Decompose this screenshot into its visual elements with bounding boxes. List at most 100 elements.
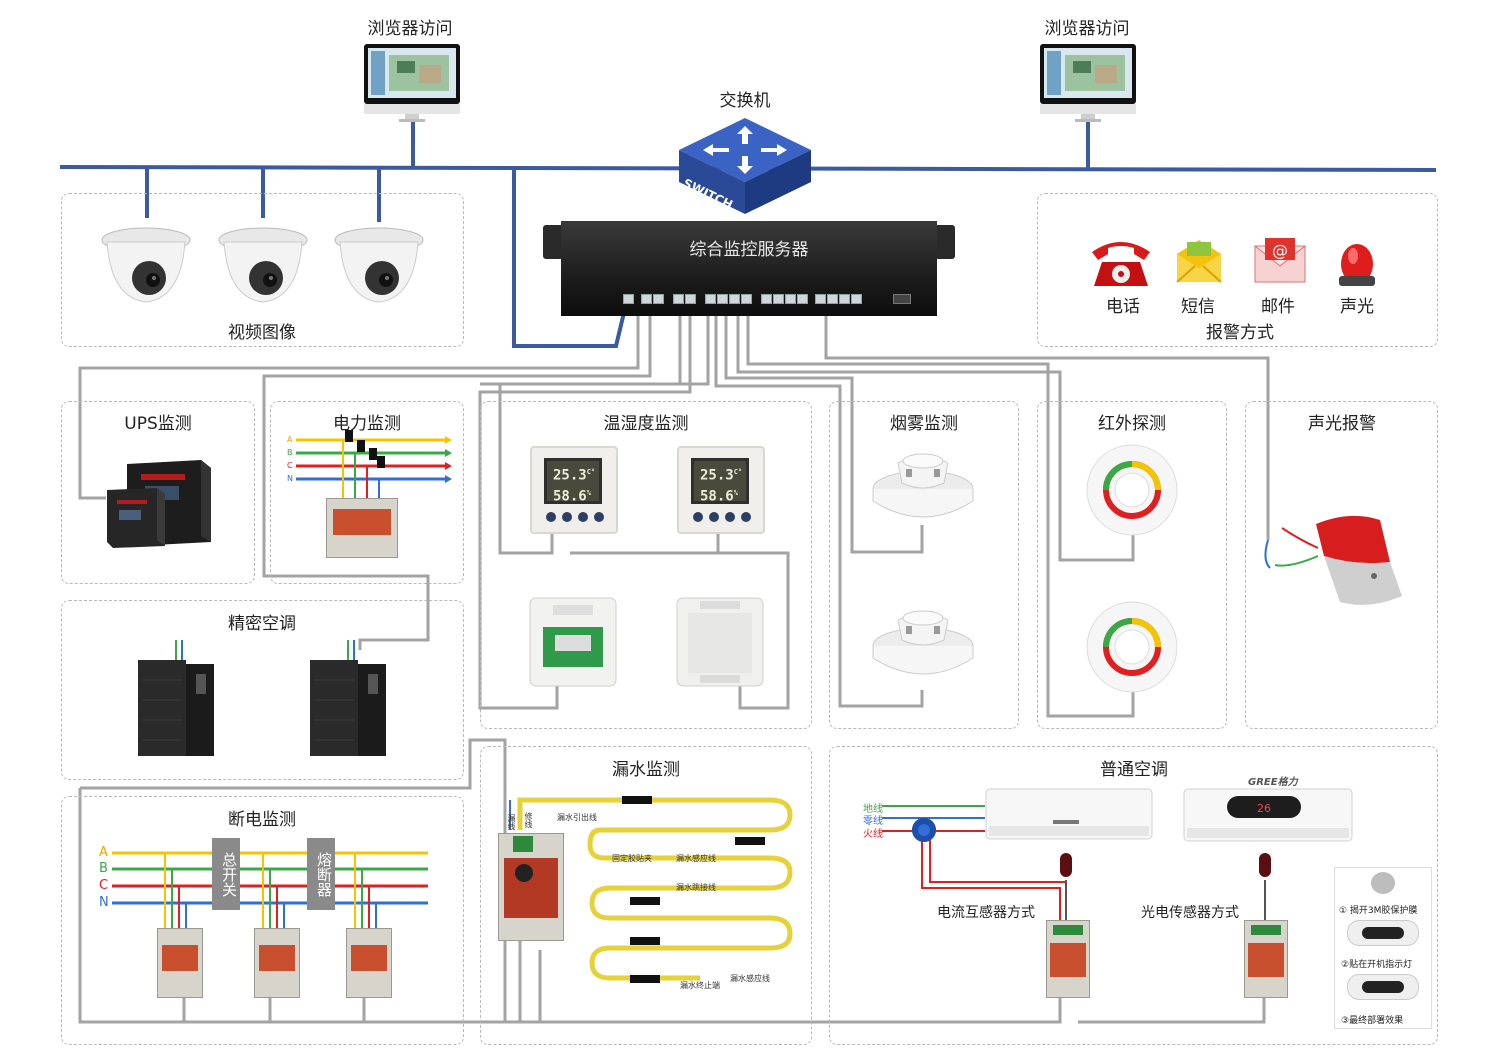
cutoff-drop-lines	[164, 853, 377, 930]
smoke-detector-2-icon	[872, 600, 974, 686]
leak-label-end: 漏水终止端	[680, 981, 720, 990]
signal-lines	[78, 300, 1270, 1024]
svg-text:@: @	[1272, 241, 1288, 260]
sms-icon	[1173, 236, 1225, 290]
ac-module-2	[1244, 920, 1288, 998]
soundlight-section	[1245, 401, 1438, 729]
cutoff-section	[61, 796, 464, 1045]
alarm-item-phone: 电话	[1106, 297, 1140, 317]
cutoff-module-3	[346, 928, 392, 998]
power-phase-b: B	[287, 448, 293, 457]
humidity-value-1: 58.6	[553, 488, 587, 505]
photo-probe-2-icon	[1259, 853, 1271, 877]
leak-label-lead1: 漏线	[507, 814, 516, 830]
soundlight-title: 声光报警	[1308, 414, 1376, 434]
leak-label-sense1: 漏水感应线	[676, 854, 716, 863]
power-meter-module	[326, 498, 398, 558]
main-switch-box: 总开关	[212, 838, 240, 910]
leak-label-lead2: 修线	[524, 812, 533, 828]
alarm-item-sms: 短信	[1181, 297, 1215, 317]
photo-method-label: 光电传感器方式	[1141, 905, 1239, 921]
precision-ac-2-icon	[308, 640, 388, 762]
temp-section	[480, 401, 812, 729]
svg-text:26: 26	[1257, 802, 1271, 815]
install-step-2: ②贴在开机指示灯	[1341, 960, 1413, 970]
leak-detector-module	[498, 833, 564, 941]
ir-section	[1037, 401, 1227, 729]
switch-label: 交换机	[719, 91, 771, 111]
wire-live-label: 火线	[863, 829, 883, 840]
browser-right-label: 浏览器访问	[1044, 19, 1130, 39]
siren-icon	[1335, 234, 1379, 292]
alarm-item-mail: 邮件	[1261, 297, 1295, 317]
leak-section	[480, 746, 812, 1045]
leak-label-sense2: 漏水感应线	[730, 974, 770, 983]
switch-icon: SWITCH	[675, 114, 815, 216]
temp-sensor-1: 25.3C°58.6%	[530, 446, 618, 534]
precision-ac-section	[61, 600, 464, 780]
ir-detector-1-icon	[1085, 443, 1179, 541]
cutoff-phase-a: A	[99, 845, 108, 860]
monitoring-server: 综合监控服务器	[543, 221, 955, 316]
humidity-value-2: 58.6	[700, 488, 734, 505]
precision-ac-title: 精密空调	[228, 614, 296, 634]
cutoff-module-2	[254, 928, 300, 998]
cutoff-phase-n: N	[99, 895, 109, 910]
temp-sensor-2: 25.3C°58.6%	[677, 446, 765, 534]
temp-title: 温湿度监测	[603, 414, 689, 434]
ups-title: UPS监测	[124, 414, 192, 434]
ac-module-1	[1046, 920, 1090, 998]
install-steps-panel: ① 揭开3M胶保护膜 ②贴在开机指示灯 ③最终部署效果	[1334, 867, 1432, 1029]
ups-section	[61, 401, 255, 584]
ac-wires	[882, 805, 1266, 920]
camera-2-icon	[218, 226, 308, 303]
ac-panel-mini-2	[1347, 974, 1419, 1000]
install-step-1: ① 揭开3M胶保护膜	[1339, 906, 1418, 916]
ir-title: 红外探测	[1098, 414, 1166, 434]
leak-label-jumper: 漏水跳接线	[676, 883, 716, 892]
leak-connectors	[622, 796, 765, 983]
alarm-title: 报警方式	[1206, 323, 1274, 343]
power-phase-c: C	[287, 461, 293, 470]
ir-detector-2-icon	[1085, 600, 1179, 698]
leak-label-clip: 固定胶贴夹	[612, 854, 652, 863]
power-phase-a: A	[287, 435, 293, 444]
power-phase-n: N	[287, 474, 293, 483]
fuse-box: 熔断器	[307, 838, 335, 910]
camera-1-icon	[101, 226, 191, 303]
ac-brand-label: GREE格力	[1248, 777, 1298, 788]
normal-ac-title: 普通空调	[1100, 760, 1168, 780]
precision-ac-1-icon	[136, 640, 216, 762]
video-title: 视频图像	[228, 323, 296, 343]
temp-value-1: 25.3	[553, 467, 587, 484]
install-step-3: ③最终部署效果	[1341, 1016, 1404, 1026]
ac-panel-mini-1	[1347, 920, 1419, 946]
cutoff-phase-c: C	[99, 878, 109, 893]
power-section	[270, 401, 464, 584]
alarm-section	[1037, 193, 1438, 347]
cutoff-module-1	[157, 928, 203, 998]
smoke-detector-1-icon	[872, 443, 974, 529]
temp-sensor-back-closed	[676, 597, 764, 691]
phone-icon	[1088, 236, 1154, 294]
temp-value-2: 25.3	[700, 467, 734, 484]
monitor-right-icon	[1039, 43, 1137, 133]
leak-title: 漏水监测	[612, 760, 680, 780]
split-ac-1-icon	[985, 788, 1153, 848]
current-transformer-icon	[912, 818, 936, 842]
soundlight-alarm-icon	[1310, 510, 1406, 614]
sensor-probe-icon	[1371, 872, 1395, 894]
cutoff-phase-b: B	[99, 861, 108, 876]
smoke-title: 烟雾监测	[890, 414, 958, 434]
soundlight-wires	[1264, 527, 1319, 569]
cutoff-title: 断电监测	[228, 810, 296, 830]
monitor-left-icon	[363, 43, 461, 133]
leak-cable	[509, 797, 793, 981]
camera-3-icon	[334, 226, 424, 303]
current-clamp-icons	[345, 430, 385, 474]
browser-left-label: 浏览器访问	[367, 19, 453, 39]
wire-neutral-label: 零线	[863, 816, 883, 827]
ct-method-label: 电流互感器方式	[937, 905, 1035, 921]
mail-icon: @	[1253, 238, 1307, 288]
